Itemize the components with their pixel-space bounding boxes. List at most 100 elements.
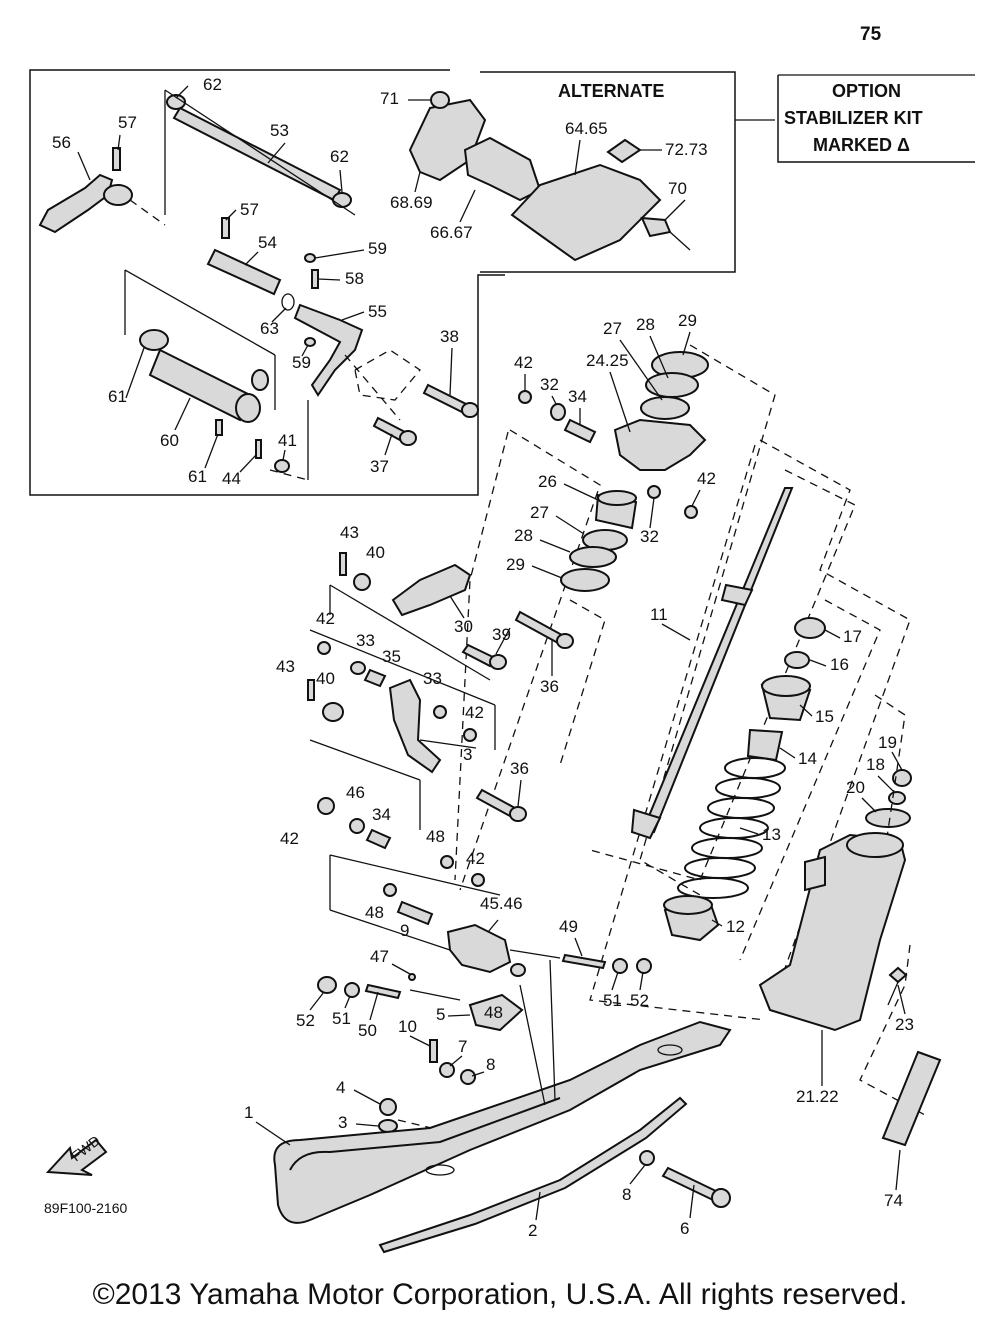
part-label: 62: [330, 147, 349, 166]
option-heading: OPTION: [832, 81, 901, 101]
alternate-box-frame: [480, 71, 736, 273]
part-label: 36: [540, 677, 559, 696]
alternate-parts-frame: [29, 69, 505, 496]
part-label: 32: [540, 375, 559, 394]
part-label: 37: [370, 457, 389, 476]
part-label: 62: [203, 75, 222, 94]
washer-part-28a: [645, 372, 699, 398]
part-label: 2: [528, 1221, 537, 1240]
part-label: 48: [365, 903, 384, 922]
copyright-notice: ©2013 Yamaha Motor Corporation, U.S.A. A…: [92, 1278, 908, 1311]
cover-part-64-65: [510, 163, 662, 262]
part-label: 3: [338, 1113, 347, 1132]
part-label: 4: [336, 1078, 345, 1097]
part-label: 30: [454, 617, 473, 636]
stopper-part-14: [746, 728, 784, 762]
part-label: 44: [222, 469, 241, 488]
part-label: 43: [340, 523, 359, 542]
forward-arrow-icon: FWD: [45, 1132, 108, 1176]
part-label: 42: [280, 829, 299, 848]
part-label: 9: [400, 921, 409, 940]
part-label: 68.69: [390, 193, 433, 212]
part-label: 11: [650, 605, 668, 624]
part-label: 35: [382, 647, 401, 666]
part-label: 63: [260, 319, 279, 338]
part-label: 48: [426, 827, 445, 846]
part-label: 40: [316, 669, 335, 688]
part-label: 8: [622, 1185, 631, 1204]
part-label: 5: [436, 1005, 445, 1024]
shaft-part-54: [206, 248, 282, 296]
page-number: 75: [860, 24, 882, 45]
part-label: 42: [465, 703, 484, 722]
part-label: 42: [514, 353, 533, 372]
part-label: 57: [240, 200, 259, 219]
part-label: 61: [108, 387, 127, 406]
boot-part-66-67: [463, 136, 542, 202]
part-label: 27: [603, 319, 622, 338]
shaft-part-53: [172, 106, 342, 202]
part-label: 52: [296, 1011, 315, 1030]
part-label: 29: [678, 311, 697, 330]
part-label: 28: [636, 315, 655, 334]
part-label: 56: [52, 133, 71, 152]
part-label: 46: [346, 783, 365, 802]
part-label: 41: [278, 431, 297, 450]
bushing-part-16: [784, 651, 810, 669]
bellows-part-60: [148, 348, 252, 422]
part-label: 24.25: [586, 351, 629, 370]
part-label: 8: [486, 1055, 495, 1074]
part-label: 13: [762, 825, 781, 844]
washer-part-29b: [560, 568, 610, 592]
housing-part-21-22: [758, 833, 907, 1032]
part-label: 71: [380, 89, 399, 108]
part-label: 14: [798, 749, 817, 768]
alternate-heading: ALTERNATE: [558, 81, 664, 101]
part-label: 28: [514, 526, 533, 545]
part-label: 66.67: [430, 223, 473, 242]
part-label: 53: [270, 121, 289, 140]
part-label: 72.73: [665, 140, 708, 159]
part-label: 17: [843, 627, 862, 646]
option-marker-note: MARKED Δ: [813, 135, 910, 155]
part-label: 26: [538, 472, 557, 491]
part-label: 57: [118, 113, 137, 132]
part-label: 29: [506, 555, 525, 574]
part-label: 18: [866, 755, 885, 774]
part-label: 47: [370, 947, 389, 966]
part-label: 38: [440, 327, 459, 346]
ski-part-1: [273, 1020, 732, 1224]
part-label: 12: [726, 917, 745, 936]
part-label: 34: [568, 387, 587, 406]
arm-part-56: [38, 173, 114, 234]
part-label: 27: [530, 503, 549, 522]
spindle-part-45-46: [446, 923, 512, 974]
part-label: 33: [356, 631, 375, 650]
strip-part-74: [881, 1050, 942, 1147]
part-label: 32: [640, 527, 659, 546]
part-label: 60: [160, 431, 179, 450]
block-part-5: [468, 993, 524, 1032]
part-label: 6: [680, 1219, 689, 1238]
part-label: 1: [244, 1103, 253, 1122]
part-label: 59: [368, 239, 387, 258]
part-label: 16: [830, 655, 849, 674]
part-label: 74: [884, 1191, 903, 1210]
washer-part-28b: [569, 546, 617, 568]
bracket-part-24-25: [613, 418, 707, 471]
part-label: 39: [492, 625, 511, 644]
part-label: 54: [258, 233, 277, 252]
part-label: 3: [463, 745, 472, 764]
part-label: 48: [484, 1003, 503, 1022]
part-label: 59: [292, 353, 311, 372]
part-label: 21.22: [796, 1087, 839, 1106]
option-box-frame: [777, 75, 975, 163]
part-label: 52: [630, 991, 649, 1010]
leader-lines: [77, 85, 906, 1221]
part-label: 51: [332, 1009, 351, 1028]
link-part-3: [388, 678, 442, 774]
diagram-code: 89F100-2160: [44, 1200, 128, 1216]
callout-labels: 62 57 56 53 62 71 64.65 72.73 70 68.69 6…: [52, 75, 914, 1240]
part-label: 42: [466, 849, 485, 868]
